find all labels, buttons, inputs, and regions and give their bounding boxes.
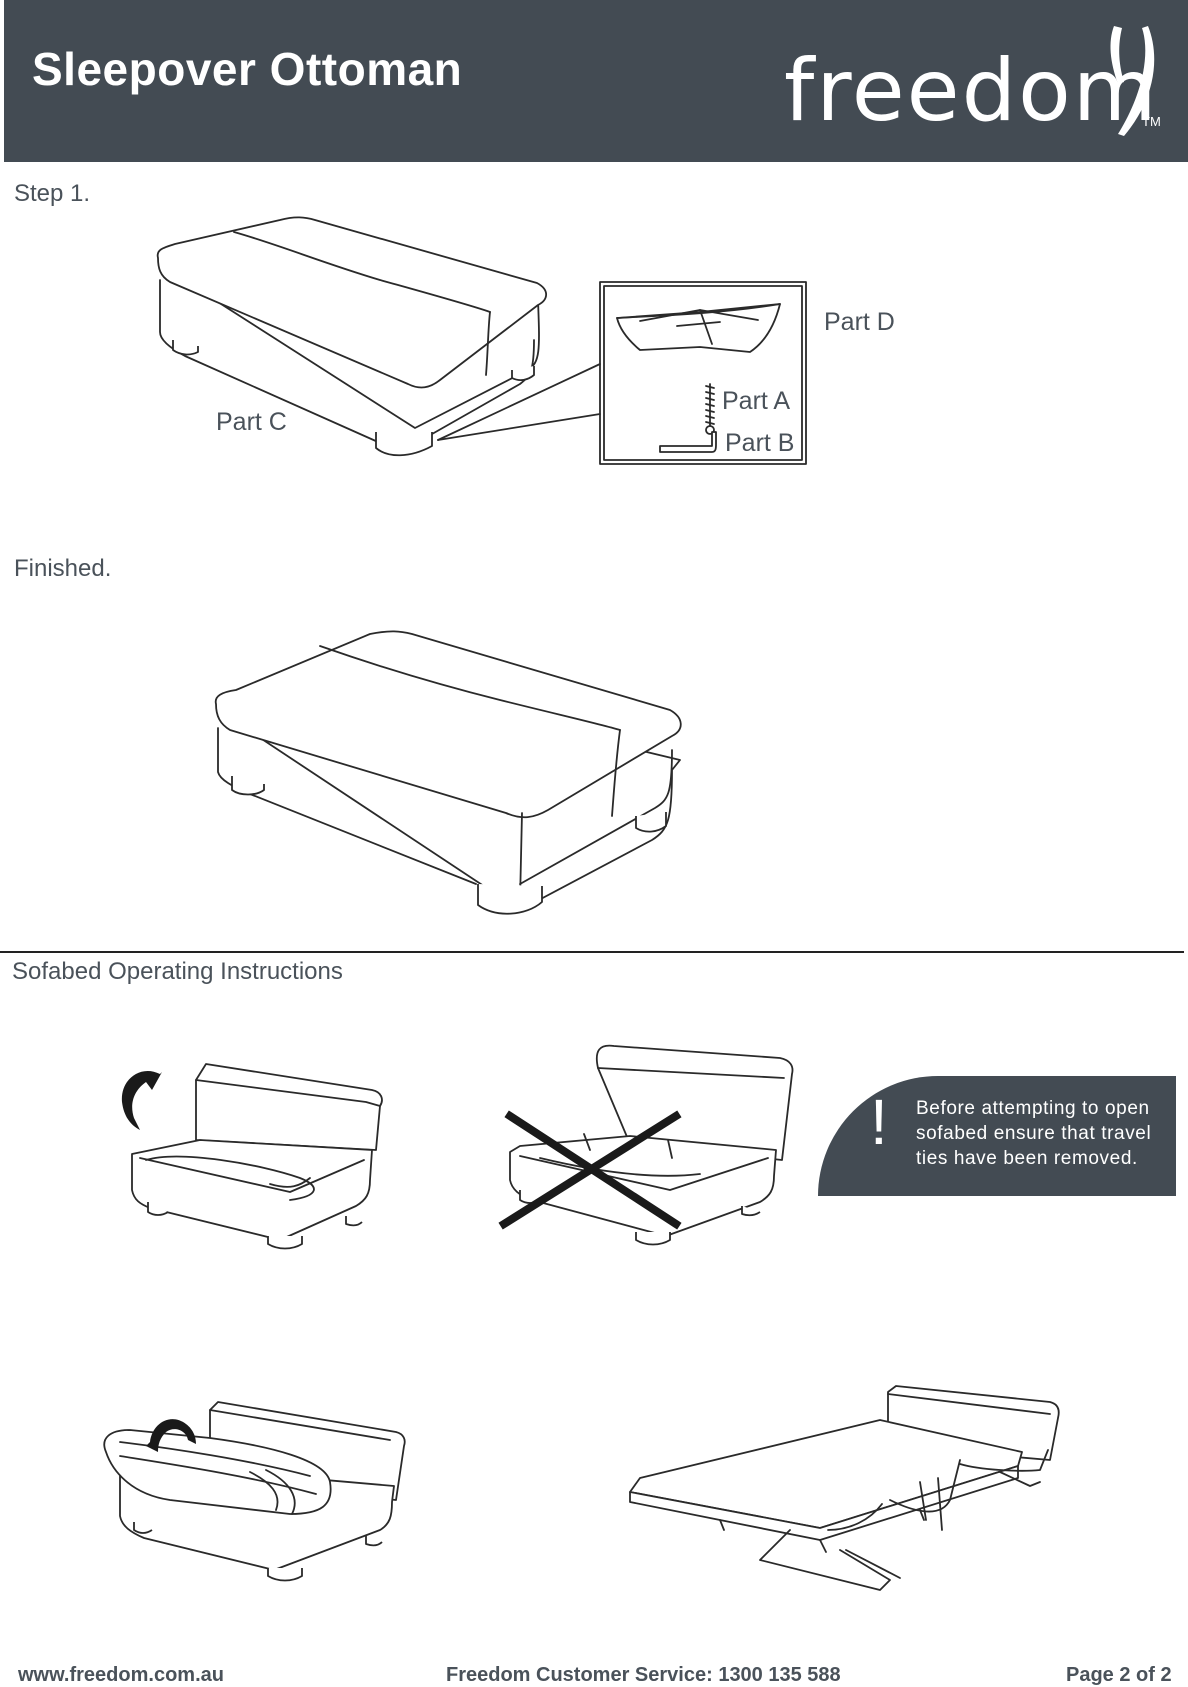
section-divider: [0, 951, 1184, 953]
brand-swoosh-icon: [1110, 26, 1155, 136]
page-header: Sleepover Ottoman freedom TM: [4, 0, 1188, 162]
part-c-label: Part C: [216, 408, 287, 436]
brand-logo-text: freedom: [784, 41, 1159, 141]
footer-customer-service: Freedom Customer Service: 1300 135 588: [446, 1664, 841, 1686]
footer-website: www.freedom.com.au: [18, 1664, 224, 1686]
footer-page-number: Page 2 of 2: [1066, 1664, 1172, 1686]
warning-icon: !: [870, 1086, 888, 1158]
sofabed-open-bed-illustration: [629, 1385, 1060, 1591]
page-title: Sleepover Ottoman: [32, 43, 463, 95]
sofabed-instructions-label: Sofabed Operating Instructions: [12, 958, 343, 985]
brand-trademark: TM: [1142, 114, 1161, 129]
part-b-label: Part B: [725, 429, 795, 457]
sofabed-wrong-way-illustration: [498, 1044, 794, 1246]
part-d-label: Part D: [824, 308, 895, 336]
sofabed-step-lift-illustration: [121, 1063, 383, 1250]
finished-label: Finished.: [14, 555, 112, 582]
travel-ties-warning: ! Before attempting to open sofabed ensu…: [818, 1076, 1176, 1196]
step-1-label: Step 1.: [14, 180, 91, 207]
part-a-label: Part A: [722, 387, 791, 415]
warning-text: Before attempting to open sofabed ensure…: [916, 1098, 1152, 1169]
ottoman-assembly-illustration: [156, 216, 807, 465]
sofabed-step-unfold-illustration: [103, 1401, 406, 1582]
finished-ottoman-illustration: [214, 630, 682, 915]
